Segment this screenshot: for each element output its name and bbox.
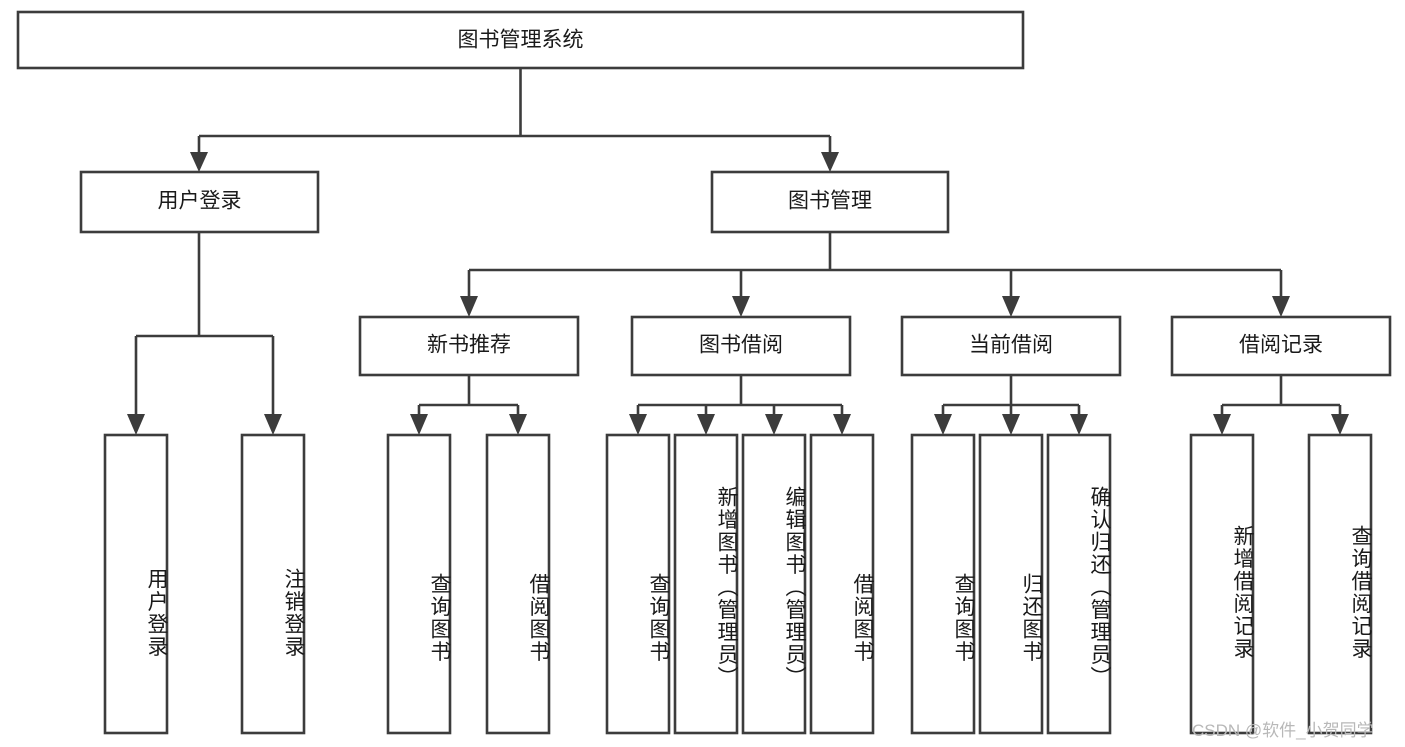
node-leaf-user-login-box[interactable]	[103, 433, 169, 735]
arrowhead-leaf-query-book-3	[934, 414, 952, 435]
arrowhead-leaf-query-record	[1331, 414, 1349, 435]
arrowhead-leaf-return-book	[1002, 414, 1020, 435]
arrowhead-leaf-borrow-book-1	[509, 414, 527, 435]
node-book-manage-label: 图书管理	[788, 190, 872, 213]
arrowhead-user-login	[190, 152, 208, 172]
node-leaf-borrow-book-2-box[interactable]	[809, 433, 875, 735]
csdn-watermark: CSDN @软件_小贺同学	[1192, 721, 1374, 740]
node-book-manage[interactable]: 图书管理	[710, 170, 950, 234]
node-user-login[interactable]: 用户登录	[79, 170, 320, 234]
connector-group-book-borrow	[629, 375, 851, 435]
node-leaf-add-record-box[interactable]	[1189, 433, 1255, 735]
arrowhead-leaf-confirm-return	[1070, 414, 1088, 435]
arrowhead-book-borrow	[732, 296, 750, 317]
connector-group-borrow-record	[1213, 375, 1349, 435]
connector-group-new-book-recommend	[410, 375, 527, 435]
arrowhead-leaf-add-record	[1213, 414, 1231, 435]
arrowhead-leaf-edit-book	[765, 414, 783, 435]
node-leaf-logout-box[interactable]	[240, 433, 306, 735]
node-borrow-record[interactable]: 借阅记录	[1170, 315, 1392, 377]
node-leaf-return-book-box[interactable]	[978, 433, 1044, 735]
node-book-borrow[interactable]: 图书借阅	[630, 315, 852, 377]
connector-group-user-login	[127, 232, 282, 435]
node-new-book-recommend[interactable]: 新书推荐	[358, 315, 580, 377]
node-user-login-box[interactable]	[79, 170, 320, 234]
node-leaf-query-book-1-box[interactable]	[386, 433, 452, 735]
node-leaf-edit-book-box[interactable]	[741, 433, 807, 735]
node-current-borrow-box[interactable]	[900, 315, 1122, 377]
node-root-box[interactable]	[16, 10, 1025, 70]
node-new-book-recommend-box[interactable]	[358, 315, 580, 377]
arrowhead-current-borrow	[1002, 296, 1020, 317]
arrowhead-leaf-logout	[264, 414, 282, 435]
connector-group-book-manage	[460, 232, 1290, 317]
node-leaf-query-book-3-box[interactable]	[910, 433, 976, 735]
node-book-manage-box[interactable]	[710, 170, 950, 234]
node-user-login-label: 用户登录	[158, 190, 242, 213]
node-current-borrow[interactable]: 当前借阅	[900, 315, 1122, 377]
node-book-borrow-label: 图书借阅	[699, 334, 783, 357]
arrowhead-leaf-add-book	[697, 414, 715, 435]
node-borrow-record-label: 借阅记录	[1239, 334, 1323, 357]
arrowhead-book-manage	[821, 152, 839, 172]
node-leaf-confirm-return-box[interactable]	[1046, 433, 1112, 735]
node-borrow-record-box[interactable]	[1170, 315, 1392, 377]
node-leaf-borrow-book-1-box[interactable]	[485, 433, 551, 735]
arrowhead-borrow-record	[1272, 296, 1290, 317]
node-leaf-add-book-box[interactable]	[673, 433, 739, 735]
leaf-boxes	[103, 433, 1373, 735]
arrowhead-leaf-query-book-2	[629, 414, 647, 435]
connector-group-root	[190, 68, 839, 172]
arrowhead-leaf-user-login	[127, 414, 145, 435]
arrowhead-new-book-recommend	[460, 296, 478, 317]
node-new-book-recommend-label: 新书推荐	[427, 334, 511, 357]
node-leaf-query-book-2-box[interactable]	[605, 433, 671, 735]
node-leaf-query-record-box[interactable]	[1307, 433, 1373, 735]
node-book-borrow-box[interactable]	[630, 315, 852, 377]
node-root-label: 图书管理系统	[458, 29, 584, 52]
arrowhead-leaf-borrow-book-2	[833, 414, 851, 435]
connector-group-current-borrow	[934, 375, 1088, 435]
node-current-borrow-label: 当前借阅	[969, 334, 1053, 357]
arrowhead-leaf-query-book-1	[410, 414, 428, 435]
node-root[interactable]: 图书管理系统	[16, 10, 1025, 70]
